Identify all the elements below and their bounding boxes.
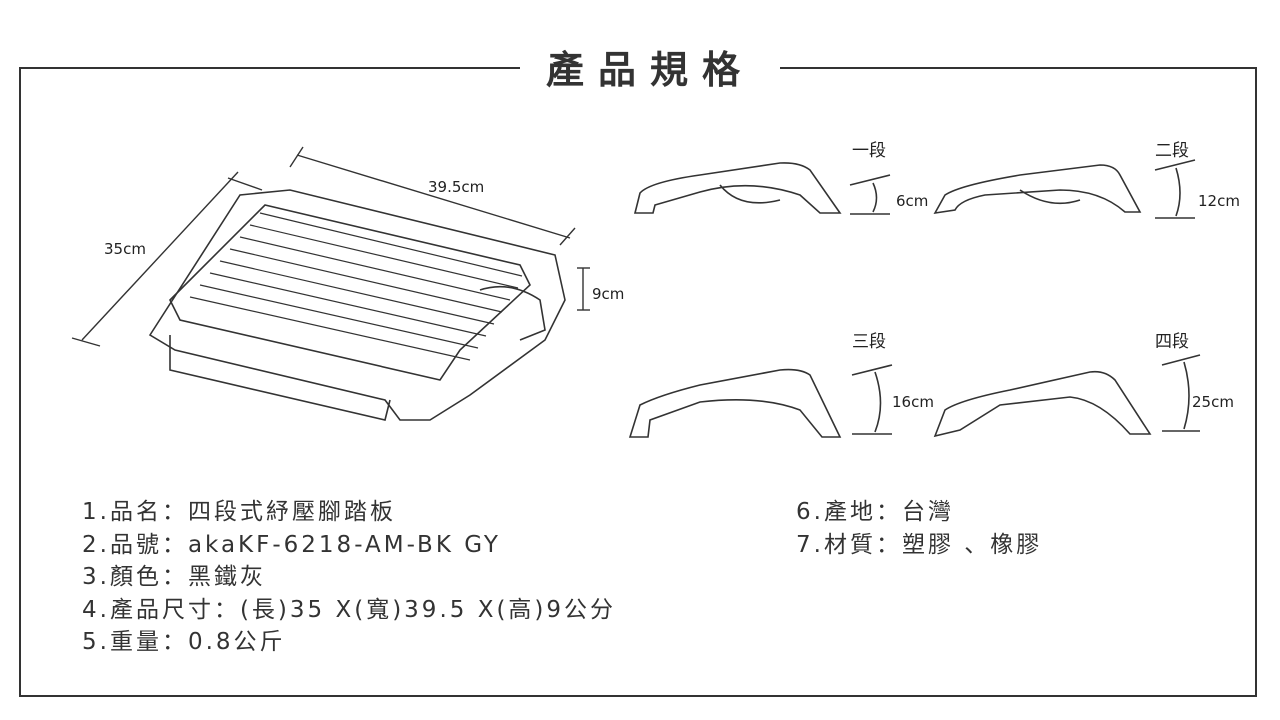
level-4-height: 25cm (1192, 393, 1234, 411)
spec-name: 1.品名：四段式紓壓腳踏板 (82, 499, 396, 525)
dimension-lines (71, 146, 590, 347)
level-1-label: 一段 (852, 141, 886, 161)
page-title: 產品規格 (520, 42, 780, 98)
spec-color: 3.顏色：黑鐵灰 (82, 564, 266, 590)
width-dimension-label: 39.5cm (428, 178, 485, 196)
spec-origin: 6.產地：台灣 (796, 499, 954, 525)
spec-list-right: 6.產地：台灣 7.材質：塑膠 、橡膠 (796, 496, 1042, 561)
spec-material: 7.材質：塑膠 、橡膠 (796, 531, 1043, 558)
level-3-height: 16cm (892, 393, 934, 411)
spec-model: 2.品號：akaKF-6218-AM-BK GY (82, 531, 501, 558)
level-2-height: 12cm (1198, 192, 1240, 210)
level-1-height: 6cm (896, 192, 929, 210)
level-3-label: 三段 (852, 332, 886, 352)
level-profiles (628, 159, 1201, 438)
spec-list-left: 1.品名：四段式紓壓腳踏板 2.品號：akaKF-6218-AM-BK GY 3… (82, 496, 616, 659)
level-4-label: 四段 (1155, 332, 1189, 352)
level-2-label: 二段 (1155, 141, 1189, 161)
depth-dimension-label: 35cm (104, 240, 146, 258)
footrest-drawing (148, 189, 566, 421)
spec-size: 4.產品尺寸：(長)35 X(寬)39.5 X(高)9公分 (82, 596, 617, 623)
height-dimension-label: 9cm (592, 285, 625, 303)
spec-weight: 5.重量：0.8公斤 (82, 629, 286, 655)
